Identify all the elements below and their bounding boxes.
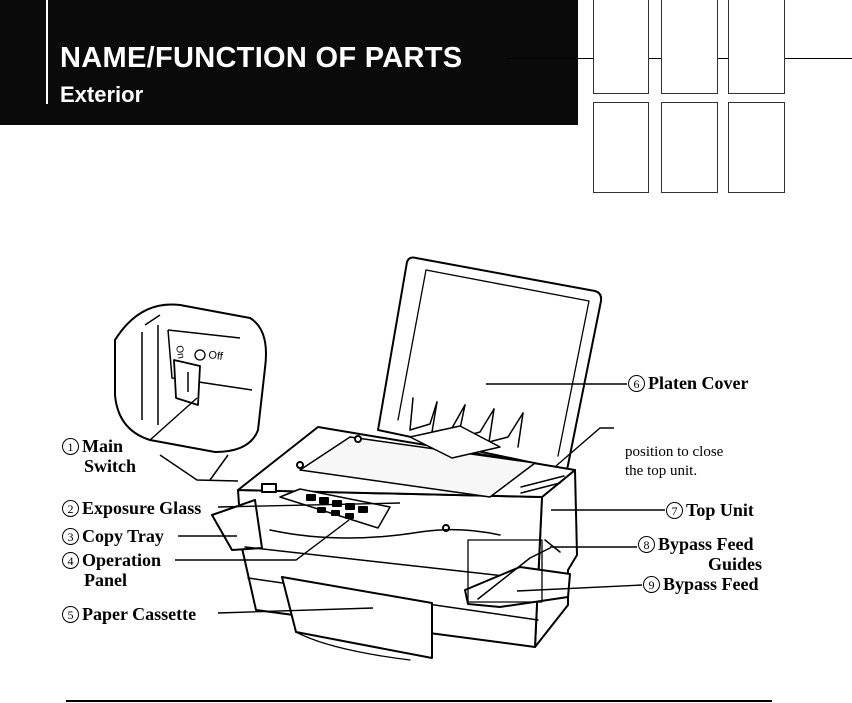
switch-off-label: Off <box>208 349 225 363</box>
bypass-feed <box>464 566 571 608</box>
callout-label-platen-cover: Platen Cover <box>648 373 749 393</box>
page-title: NAME/FUNCTION OF PARTS <box>60 42 463 74</box>
callout-number-7: 7 <box>666 502 683 519</box>
main-switch-rocker <box>173 359 201 406</box>
thumbnail-box-4 <box>593 102 649 193</box>
leader-5 <box>217 607 374 614</box>
header-banner: NAME/FUNCTION OF PARTS Exterior <box>0 0 578 125</box>
leader-4 <box>175 519 350 561</box>
callout-number-5: 5 <box>62 606 79 623</box>
thumbnail-box-2 <box>661 0 718 94</box>
callout-number-2: 2 <box>62 500 79 517</box>
callout-label-exposure-glass: Exposure Glass <box>82 498 202 518</box>
top-unit-note: position to close the top unit. <box>625 443 723 481</box>
switch-on-label: On <box>173 345 186 360</box>
paper-cassette <box>281 576 433 659</box>
thumbnail-box-6 <box>728 102 785 193</box>
callout-number-4: 4 <box>62 552 79 569</box>
thumbnail-box-1 <box>593 0 649 94</box>
callout-number-6: 6 <box>628 375 645 392</box>
note-line-1: position to close <box>625 444 724 460</box>
callout-number-1: 1 <box>62 438 79 455</box>
leader-9 <box>516 584 643 592</box>
leader-2 <box>217 502 401 508</box>
callout-label-operation: Operation <box>82 550 161 570</box>
thumbnail-box-5 <box>661 102 718 193</box>
page-subtitle: Exterior <box>60 82 144 107</box>
leader-1 <box>149 397 239 482</box>
callout-label-bypass-feed: Bypass Feed <box>663 574 759 594</box>
callout-label-copy-tray: Copy Tray <box>82 526 164 546</box>
callout-number-3: 3 <box>62 528 79 545</box>
note-line-2: the top unit. <box>625 463 698 479</box>
callout-number-8: 8 <box>638 536 655 553</box>
callout-label-panel: Panel <box>84 570 127 590</box>
callout-label-main: Main <box>82 436 124 456</box>
callout-label-paper-cassette: Paper Cassette <box>82 604 197 624</box>
callout-label-top-unit: Top Unit <box>686 500 754 520</box>
callout-label-bypass-feed-guides: Bypass Feed <box>658 534 754 554</box>
callout-label-switch: Switch <box>84 456 137 476</box>
footer-rule <box>66 700 772 702</box>
thumbnail-box-3 <box>728 0 785 94</box>
callout-number-9: 9 <box>643 576 660 593</box>
callout-label-guides: Guides <box>708 554 763 574</box>
leader-note <box>555 427 614 467</box>
copy-tray <box>211 499 263 551</box>
header-divider <box>46 0 48 104</box>
exposure-glass <box>299 436 536 498</box>
